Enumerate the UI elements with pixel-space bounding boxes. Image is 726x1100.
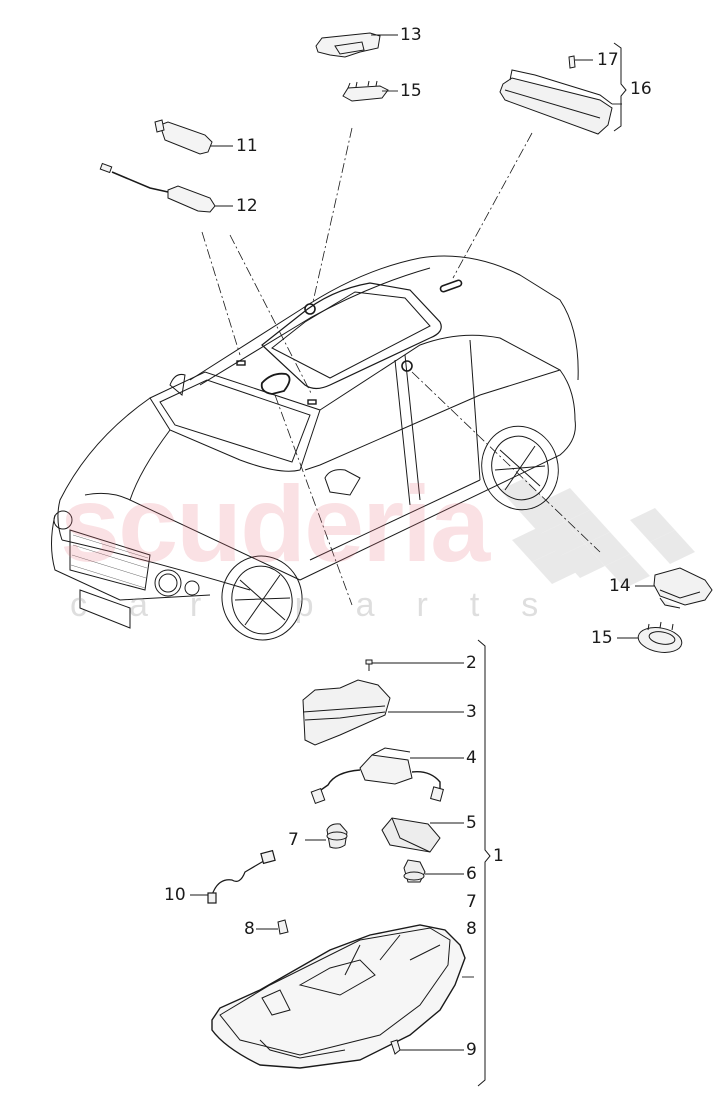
callout-8-left[interactable]: 8 <box>244 919 255 939</box>
part-17-clip[interactable] <box>568 55 576 69</box>
part-2-screw[interactable] <box>365 659 373 671</box>
callout-16[interactable]: 16 <box>630 79 652 99</box>
callout-5[interactable]: 5 <box>466 813 477 833</box>
callout-7-left[interactable]: 7 <box>288 830 299 850</box>
callout-15-right[interactable]: 15 <box>591 628 613 648</box>
callout-8-right[interactable]: 8 <box>466 919 477 939</box>
part-8-clip[interactable] <box>277 919 289 935</box>
group-brackets <box>477 42 627 1087</box>
roof-console-housing[interactable] <box>211 924 466 1069</box>
part-15-trim-ring-right[interactable] <box>636 621 683 656</box>
watermark-car-parts: car parts <box>70 586 581 624</box>
part-5-switch[interactable] <box>381 817 441 853</box>
part-3-switch-module[interactable] <box>302 679 391 746</box>
part-15-trim-ring-top[interactable] <box>342 80 389 102</box>
callout-13[interactable]: 13 <box>400 25 422 45</box>
part-14-sensor[interactable] <box>653 567 713 609</box>
part-7-lamp[interactable] <box>326 823 348 849</box>
part-13-reading-light[interactable] <box>315 32 381 58</box>
callout-1[interactable]: 1 <box>493 846 504 866</box>
watermark-scuderia: scuderia <box>60 463 490 584</box>
leader-lines <box>201 127 601 606</box>
part-9-trim-cap[interactable] <box>390 1039 401 1055</box>
callout-3[interactable]: 3 <box>466 702 477 722</box>
callout-17[interactable]: 17 <box>597 50 619 70</box>
callout-9[interactable]: 9 <box>466 1040 477 1060</box>
callout-6[interactable]: 6 <box>466 864 477 884</box>
part-11-interior-light[interactable] <box>154 119 213 155</box>
vehicle-outline <box>51 255 579 641</box>
callout-4[interactable]: 4 <box>466 748 477 768</box>
part-12-interior-light-with-cable[interactable] <box>99 162 216 213</box>
part-6-lamp[interactable] <box>403 859 426 883</box>
part-10-wiring-harness[interactable] <box>207 849 276 904</box>
callout-14[interactable]: 14 <box>609 576 631 596</box>
callout-15-top[interactable]: 15 <box>400 81 422 101</box>
callout-10[interactable]: 10 <box>164 885 186 905</box>
checkered-flag-watermark <box>500 478 695 588</box>
part-4-control-unit[interactable] <box>310 747 444 804</box>
callout-2[interactable]: 2 <box>466 653 477 673</box>
callout-11[interactable]: 11 <box>236 136 258 156</box>
callout-7-right[interactable]: 7 <box>466 892 477 912</box>
callout-12[interactable]: 12 <box>236 196 258 216</box>
part-16-rear-roof-light[interactable] <box>499 69 613 135</box>
callout-leaders <box>190 34 655 1051</box>
